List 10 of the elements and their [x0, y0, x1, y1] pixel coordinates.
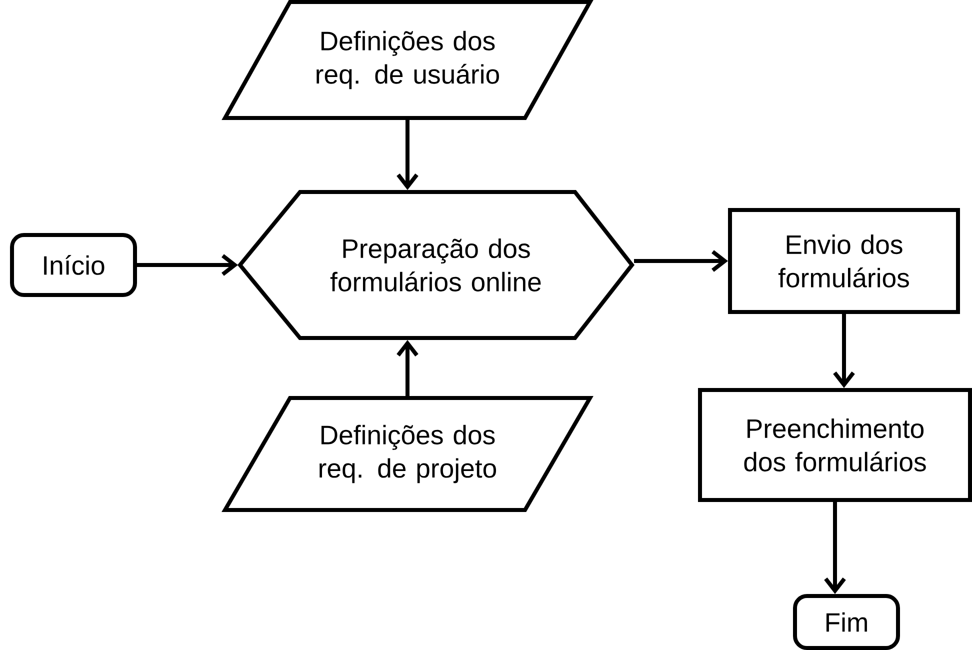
- arrow: [137, 254, 238, 276]
- terminal-box: Início: [10, 233, 137, 297]
- arrow: [833, 314, 855, 388]
- arrow: [396, 120, 418, 190]
- arrow: [396, 340, 418, 396]
- arrow: [634, 250, 728, 272]
- process-box: Preenchimento dos formulários: [698, 388, 972, 502]
- process-box: Envio dos formulários: [728, 208, 960, 314]
- arrow: [824, 502, 846, 594]
- terminal-box: Fim: [793, 594, 900, 650]
